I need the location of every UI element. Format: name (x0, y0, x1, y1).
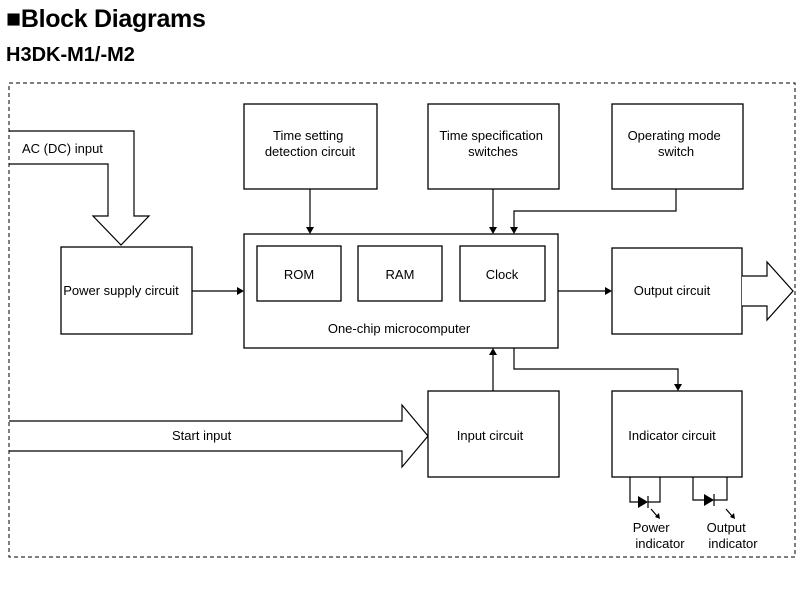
indicator-circuit-box (611, 390, 743, 478)
title-text: Block Diagrams (20, 5, 206, 33)
output-indicator-led-icon (692, 477, 735, 519)
arrowhead (605, 287, 612, 295)
indicator-circuit-label: Indicator circuit (628, 428, 716, 443)
arrowhead (489, 227, 497, 234)
connector-op-mode (513, 189, 677, 228)
output-arrow (742, 260, 794, 322)
ac-input-arrow (9, 130, 151, 246)
output-indicator-label: Output indicator (707, 520, 759, 551)
ram-label: RAM (386, 267, 415, 282)
operating-mode-label: Operating mode switch (628, 128, 725, 159)
arrowhead (510, 227, 518, 234)
rom-label: ROM (284, 267, 314, 282)
time-specification-box (427, 103, 560, 190)
time-specification-label: Time specification switches (439, 128, 546, 159)
ac-input-label: AC (DC) input (22, 141, 103, 156)
power-indicator-label: Power indicator (633, 520, 685, 551)
output-circuit-label: Output circuit (634, 283, 711, 298)
rom-box (256, 245, 342, 302)
arrowhead (489, 348, 497, 355)
input-circuit-label: Input circuit (457, 428, 524, 443)
power-supply-box (60, 246, 193, 335)
output-circuit-box (611, 247, 743, 335)
ram-box (357, 245, 443, 302)
power-supply-label: Power supply circuit (63, 283, 179, 298)
connector-indicator (513, 348, 679, 385)
microcomputer-label: One-chip microcomputer (328, 321, 471, 336)
clock-label: Clock (486, 267, 519, 282)
page-title: ■Block Diagrams (6, 5, 206, 33)
input-circuit-box (427, 390, 560, 478)
time-setting-detection-label: Time setting detection circuit (265, 128, 356, 159)
clock-box (459, 245, 546, 302)
operating-mode-box (611, 103, 744, 190)
start-input-label: Start input (172, 428, 232, 443)
arrowhead (306, 227, 314, 234)
arrowhead (674, 384, 682, 391)
model-subtitle: H3DK-M1/-M2 (6, 44, 135, 66)
diagram-boundary (8, 82, 796, 558)
power-indicator-led-icon (629, 477, 661, 519)
arrowhead (237, 287, 244, 295)
